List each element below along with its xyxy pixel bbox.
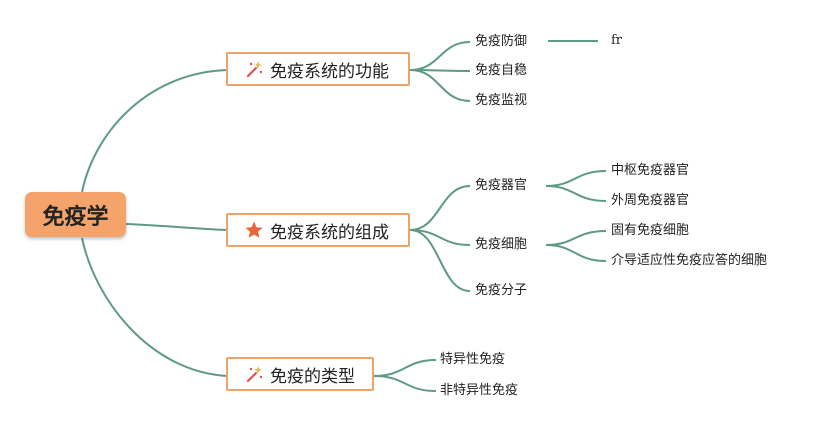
edge-function-surveillance [409, 69, 471, 102]
edge-organs-central [545, 170, 607, 187]
star-icon [245, 221, 263, 238]
edge-function-defense [409, 41, 471, 71]
node-molecules[interactable]: 免疫分子 [475, 283, 528, 298]
edge-composition-molecules [409, 229, 471, 292]
root-label: 免疫学 [42, 204, 109, 230]
edge-organs-peripheral [545, 185, 607, 202]
node-nonspecific-immunity[interactable]: 非特异性免疫 [440, 383, 519, 398]
branch-label: 免疫的类型 [270, 366, 355, 387]
edge-cells-adaptive [545, 244, 607, 262]
node-peripheral-organs[interactable]: 外周免疫器官 [611, 193, 690, 208]
edge-root-function [81, 69, 229, 193]
edge-root-composition [125, 223, 229, 231]
edge-root-types [81, 237, 229, 377]
node-stability[interactable]: 免疫自稳 [475, 63, 528, 78]
branch-label: 免疫系统的组成 [270, 222, 389, 243]
branch-function[interactable]: 免疫系统的功能 [226, 52, 410, 86]
edge-types-nonspecific [373, 375, 437, 392]
branch-types[interactable]: 免疫的类型 [226, 357, 374, 391]
edge-composition-organs [409, 185, 471, 231]
branch-composition[interactable]: 免疫系统的组成 [226, 213, 410, 247]
magic-wand-icon [246, 366, 263, 383]
edge-cells-innate [545, 230, 607, 246]
node-surveillance[interactable]: 免疫监视 [475, 93, 528, 108]
magic-wand-icon [246, 61, 263, 78]
node-central-organs[interactable]: 中枢免疫器官 [611, 163, 690, 178]
node-defense[interactable]: 免疫防御 [475, 34, 528, 49]
root-node[interactable]: 免疫学 [25, 192, 126, 237]
node-organs[interactable]: 免疫器官 [475, 178, 528, 193]
node-adaptive-cells[interactable]: 介导适应性免疫应答的细胞 [611, 253, 768, 268]
node-fr[interactable]: fr [611, 33, 623, 48]
node-specific-immunity[interactable]: 特异性免疫 [440, 352, 506, 367]
node-innate-cells[interactable]: 固有免疫细胞 [611, 223, 690, 238]
node-cells[interactable]: 免疫细胞 [475, 237, 528, 252]
branch-label: 免疫系统的功能 [270, 61, 389, 82]
edge-types-specific [373, 359, 437, 377]
